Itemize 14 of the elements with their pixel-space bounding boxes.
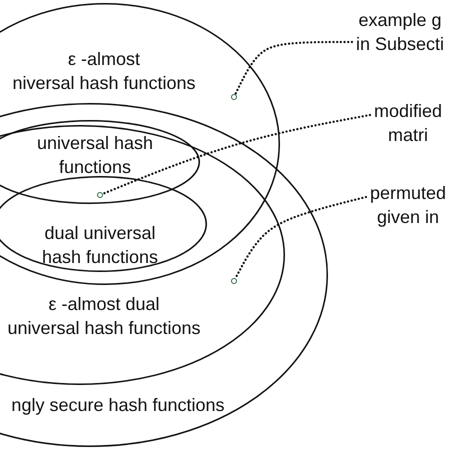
set-label: ε -almost niversal hash functions [12,48,196,95]
leader-line [102,114,372,195]
point-marker [231,278,237,284]
set-label: ngly secure hash functions [11,394,225,417]
leader-line [234,40,354,94]
point-marker [231,94,237,100]
set-label: universal hash functions [36,132,154,179]
annotation-text: example g in Subsecti [356,8,444,56]
annotation-text: modified matri [374,99,442,147]
annotation-text: permuted given in [370,181,446,229]
point-marker [97,192,103,198]
leader-line [234,196,368,279]
set-label: ε -almost dual universal hash functions [7,293,201,340]
set-label: dual universal hash functions [42,222,158,269]
